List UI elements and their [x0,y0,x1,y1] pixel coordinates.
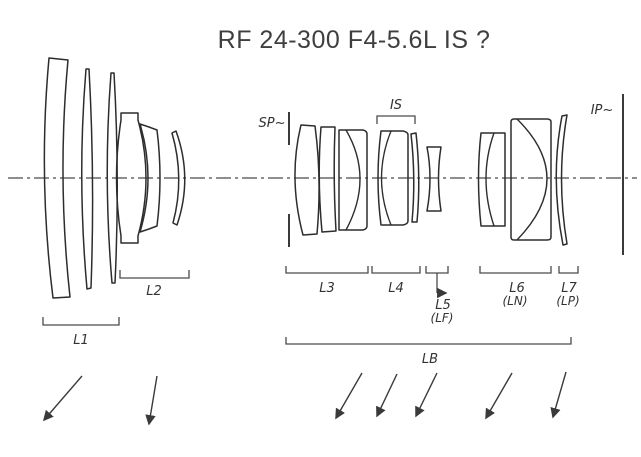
motion-arrow [335,372,363,420]
group-sublabel-lp: (LP) [556,294,579,308]
group-label-l7: L7 [561,281,577,296]
lens-group-l6 [477,118,552,241]
lens-group-l7 [555,114,568,246]
stabilizer-label: IS [390,98,402,113]
lens-element [294,124,320,236]
bracket-lb [285,337,572,345]
movement-arrows [42,371,567,426]
image-plane-label: IP~ [591,103,614,118]
lens-element [426,146,442,212]
bracket-l7 [558,266,579,274]
motion-arrow [145,375,158,426]
motion-arrow [550,371,567,419]
lens-element [338,129,368,231]
lens-element [410,132,420,223]
aperture-stop-label: SP~ [259,116,286,131]
cemented-surface [516,118,548,241]
lens-element [80,68,94,290]
lens-element [555,114,568,246]
aperture-stop: SP~ [259,112,290,247]
lens-element [106,72,119,284]
group-label-l6: L6 [509,281,525,296]
group-sublabel-lf: (LF) [431,311,454,325]
cemented-surface [380,130,392,226]
stabilizer-bracket [376,115,416,124]
group-label-l2: L2 [146,284,162,299]
bracket-l3 [285,266,369,274]
page-title: RF 24-300 F4-5.6L IS ? [218,26,491,54]
stabilizer-marker: IS [376,98,416,124]
lens-element [115,112,147,244]
group-brackets: L1 L2 L3 L4 L5 (LF) L6 (LN) L7 (LP) LB [42,266,580,367]
bracket-l6 [479,266,552,274]
lens-element [318,126,337,233]
group-label-lb: LB [422,352,438,367]
cemented-surface [345,129,361,231]
motion-arrow [376,373,398,418]
image-plane: IP~ [591,94,624,255]
group-sublabel-ln: (LN) [502,294,527,308]
bracket-l1 [42,317,120,326]
group-label-l3: L3 [319,281,335,296]
cemented-surface [485,132,495,227]
bracket-l5 [425,266,449,274]
lens-element [171,130,186,226]
bracket-l4 [371,266,421,274]
group-label-l4: L4 [388,281,404,296]
lens-element [43,57,71,299]
lens-group-l3 [294,124,368,236]
lens-element [510,118,552,241]
motion-arrow [415,372,438,418]
lens-group-l5 [426,146,442,212]
lens-group-l1 [43,57,119,299]
group-label-l1: L1 [73,333,89,348]
motion-arrow [485,372,513,420]
lens-element [477,132,506,227]
group-label-l5: L5 [435,298,451,313]
lens-element [139,123,161,233]
lens-group-l2 [115,112,186,244]
lens-element [377,130,409,226]
lens-group-l4 [377,130,420,226]
bracket-l2 [119,270,190,279]
motion-arrow [42,375,83,422]
